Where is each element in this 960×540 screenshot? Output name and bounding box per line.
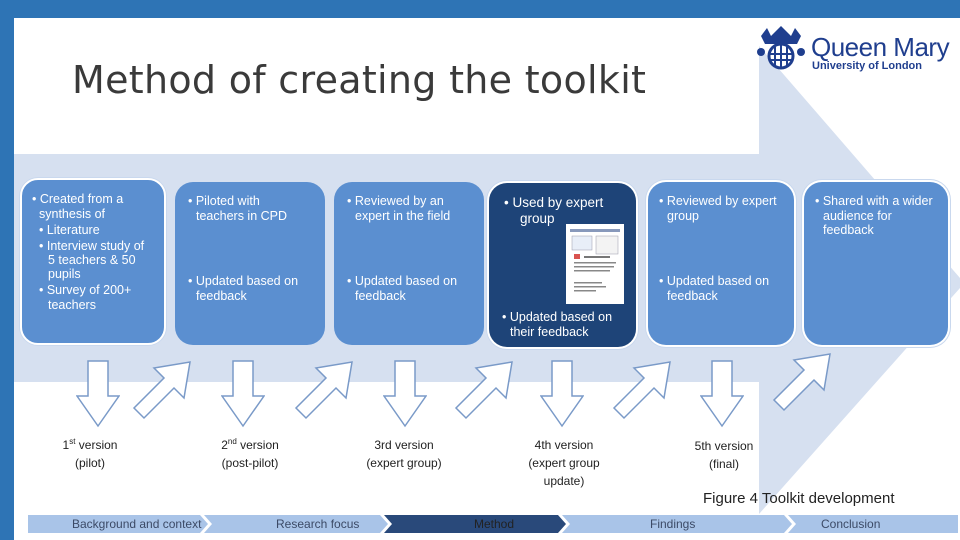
up-right-arrow-icon [132,361,191,420]
up-right-arrow-icon [612,361,671,420]
version-1-label: 1st version (pilot) [48,436,132,472]
version-ordinal: nd [227,437,237,446]
stage-1-line: • Created from a [32,192,124,206]
version-number: 5th version [694,439,754,453]
version-number: 3rd version [374,438,434,452]
version-subtitle: (post-pilot) [221,456,279,470]
figure-caption: Figure 4 Toolkit development [703,490,895,507]
version-4-label: 4th version (expert group update) [513,436,615,490]
stage-1-line: 5 teachers & 50 [48,253,136,267]
nav-conclusion[interactable]: Conclusion [821,517,881,531]
down-arrow-icon [221,360,265,428]
stage-1-line: • Interview study of [39,239,145,253]
logo: Queen Mary University of London [755,26,950,76]
version-number: 4th version [534,438,594,452]
stage-5-line: feedback [667,289,718,303]
section-nav-bar [28,515,958,533]
version-number: 1 [62,438,70,452]
version-subtitle: (pilot) [74,456,105,470]
logo-subtitle: University of London [812,60,922,72]
stage-4-box: • Used by expert group • Updated based o… [489,183,636,347]
down-arrow-icon [76,360,120,428]
stage-2-line: teachers in CPD [196,209,288,223]
stage-1-line: pupils [48,267,81,281]
up-right-arrow-icon [294,361,353,420]
stage-6-box: • Shared with a wider audience for feedb… [804,182,948,345]
stage-2-line: • Piloted with [188,194,260,208]
version-5-label: 5th version (final) [678,437,770,473]
version-word: version [75,438,118,452]
down-arrow-icon [700,360,744,428]
stage-6-line: feedback [823,223,874,237]
stage-1-line: synthesis of [39,207,106,221]
stage-6-line: • Shared with a wider [815,194,933,208]
crown-portcullis-logo-icon [757,26,805,70]
stage-5-line: group [667,209,699,223]
nav-research-focus[interactable]: Research focus [276,517,360,531]
stage-3-line: • Updated based on [347,274,458,288]
up-right-arrow-icon [454,361,513,420]
stage-6-line: audience for [823,209,892,223]
stage-2-line: • Updated based on [188,274,299,288]
version-subtitle: (expert group) [366,456,442,470]
stage-1-line: • Literature [39,223,100,237]
stage-3-line: • Reviewed by an [347,194,444,208]
stage-3-line: expert in the field [355,209,451,223]
stage-1-line: teachers [48,298,96,312]
page-title: Method of creating the toolkit [72,58,647,102]
stage-4-line: • Used by expert [504,195,604,210]
version-2-label: 2nd version (post-pilot) [204,436,296,472]
version-subtitle: (final) [708,457,739,471]
stage-5-line: • Reviewed by expert [659,194,777,208]
nav-background-and-context[interactable]: Background and context [72,517,202,531]
slide-canvas [14,18,960,514]
version-word: version [236,438,279,452]
stage-1-line: • Survey of 200+ [39,283,132,297]
up-right-arrow-icon [772,353,831,412]
nav-findings[interactable]: Findings [650,517,696,531]
stage-4-line: group [520,211,555,226]
stage-4-line: • Updated based on [502,310,613,324]
stage-4-line: their feedback [510,325,589,339]
stage-3-box: • Reviewed by an expert in the field • U… [334,182,484,345]
document-thumbnail-icon [566,224,624,304]
stage-5-line: • Updated based on [659,274,770,288]
down-arrow-icon [540,360,584,428]
logo-name: Queen Mary [811,32,950,62]
stage-2-box: • Piloted with teachers in CPD • Updated… [175,182,325,345]
version-subtitle-2: update) [543,474,585,488]
version-3-label: 3rd version (expert group) [352,436,456,472]
stage-5-box: • Reviewed by expert group • Updated bas… [648,182,794,345]
nav-method[interactable]: Method [474,517,515,531]
big-process-arrow [14,46,960,514]
version-number: 2 [221,438,228,452]
version-subtitle: (expert group [528,456,600,470]
stage-2-line: feedback [196,289,247,303]
stage-1-box: • Created from a synthesis of • Literatu… [20,178,166,345]
down-arrow-icon [383,360,427,428]
stage-3-line: feedback [355,289,406,303]
version-ordinal: st [69,437,76,446]
